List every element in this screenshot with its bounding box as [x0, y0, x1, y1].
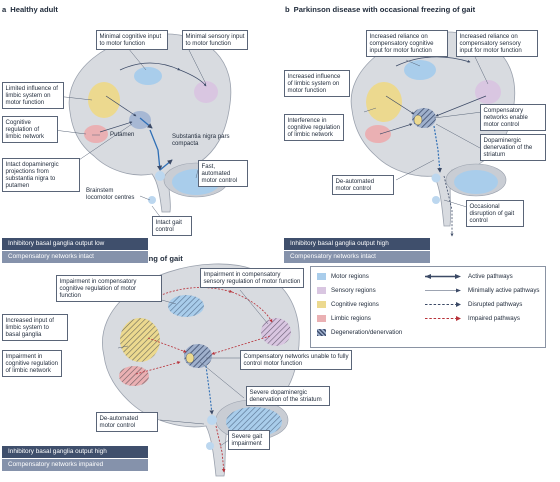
brain-b [350, 31, 516, 237]
legend-line-impaired [425, 316, 461, 321]
label-increased-cognitive: Increased reliance on compensatory cogni… [366, 30, 448, 57]
legend-limbic-label: Limbic regions [331, 315, 371, 322]
legend-degeneration-label: Degeneration/denervation [331, 329, 403, 336]
label-limited-limbic: Limited influence of limbic system on mo… [2, 82, 64, 109]
label-brainstem: Brainstem locomotor centres [86, 187, 135, 202]
legend-sensory-label: Sensory regions [331, 287, 376, 294]
legend-minimal-label: Minimally active pathways [468, 287, 540, 294]
panel-a-letter: a [2, 5, 7, 14]
brain-c [102, 263, 300, 477]
legend-swatch-motor [317, 273, 326, 280]
legend: Motor regions Sensory regions Cognitive … [310, 266, 546, 348]
panel-b-letter: b [285, 5, 290, 14]
legend-motor-label: Motor regions [331, 273, 369, 280]
legend-limbic: Limbic regions [317, 315, 371, 322]
label-cognitive-regulation: Cognitive regulation of limbic network [2, 116, 58, 143]
panel-b-title-text: Parkinson disease with occasional freezi… [293, 5, 476, 14]
legend-impaired: Impaired pathways [423, 315, 520, 322]
panel-c-status-2: Compensatory networks impaired [2, 459, 148, 471]
legend-cognitive-label: Cognitive regions [331, 301, 379, 308]
legend-active: Active pathways [423, 273, 513, 280]
label-compensatory-enable: Compensatory networks enable motor contr… [480, 104, 546, 131]
label-minimal-cognitive: Minimal cognitive input to motor functio… [96, 30, 168, 50]
leader-lines [53, 33, 489, 447]
label-impairment-sensory: Impairment in compensatory sensory regul… [200, 268, 304, 288]
panel-a-status-1: Inhibitory basal ganglia output low [2, 238, 148, 250]
panel-b-status-1: Inhibitory basal ganglia output high [284, 238, 430, 250]
panel-b-status-2: Compensatory networks intact [284, 251, 430, 263]
legend-disrupted: Disrupted pathways [423, 301, 522, 308]
label-severe-gait: Severe gait impairment [228, 430, 270, 450]
label-intact-dopaminergic: Intact dopaminergic projections from sub… [2, 158, 80, 193]
label-increased-limbic: Increased influence of limbic system on … [284, 70, 350, 97]
legend-swatch-sensory [317, 287, 326, 294]
legend-impaired-label: Impaired pathways [468, 315, 520, 322]
label-occasional-disruption: Occasional disruption of gait control [466, 200, 524, 227]
label-substantia-nigra: Substantia nigra pars compacta [172, 133, 230, 148]
panel-a-title-text: Healthy adult [10, 5, 58, 14]
legend-motor: Motor regions [317, 273, 369, 280]
legend-sensory: Sensory regions [317, 287, 376, 294]
label-dopaminergic-denervation: Dopaminergic denervation of the striatum [480, 134, 546, 161]
label-impairment-limbic: Impairment in cognitive regulation of li… [2, 350, 62, 377]
legend-line-disrupted [425, 302, 461, 307]
label-deautomated-b: De-automated motor control [332, 175, 394, 195]
legend-active-label: Active pathways [468, 273, 513, 280]
legend-disrupted-label: Disrupted pathways [468, 301, 523, 308]
label-increased-sensory: Increased reliance on compensatory senso… [456, 30, 538, 57]
label-interference: Interference in cognitive regulation of … [284, 114, 344, 141]
brain-a [68, 33, 232, 213]
legend-swatch-degeneration [317, 329, 326, 336]
label-severe-denervation: Severe dopaminergic denervation of the s… [246, 386, 330, 406]
label-minimal-sensory: Minimal sensory input to motor function [182, 30, 248, 50]
panel-a-status-2: Compensatory networks intact [2, 251, 148, 263]
legend-line-active [425, 274, 461, 279]
legend-swatch-limbic [317, 315, 326, 322]
legend-swatch-cognitive [317, 301, 326, 308]
label-fast-automated: Fast, automated motor control [198, 160, 248, 187]
label-deautomated-c: De-automated motor control [96, 412, 158, 432]
legend-cognitive: Cognitive regions [317, 301, 379, 308]
label-impairment-cognitive: Impairment in compensatory cognitive reg… [56, 275, 162, 302]
legend-degeneration: Degeneration/denervation [317, 329, 402, 336]
label-increased-limbic-bg: Increased input of limbic system to basa… [2, 314, 68, 341]
legend-line-minimal [425, 288, 461, 293]
label-intact-gait: Intact gait control [152, 216, 192, 236]
panel-c-status-1: Inhibitory basal ganglia output high [2, 446, 148, 458]
label-putamen: Putamen [110, 131, 135, 138]
legend-minimal: Minimally active pathways [423, 287, 540, 294]
label-compensatory-unable: Compensatory networks unable to fully co… [240, 350, 352, 370]
